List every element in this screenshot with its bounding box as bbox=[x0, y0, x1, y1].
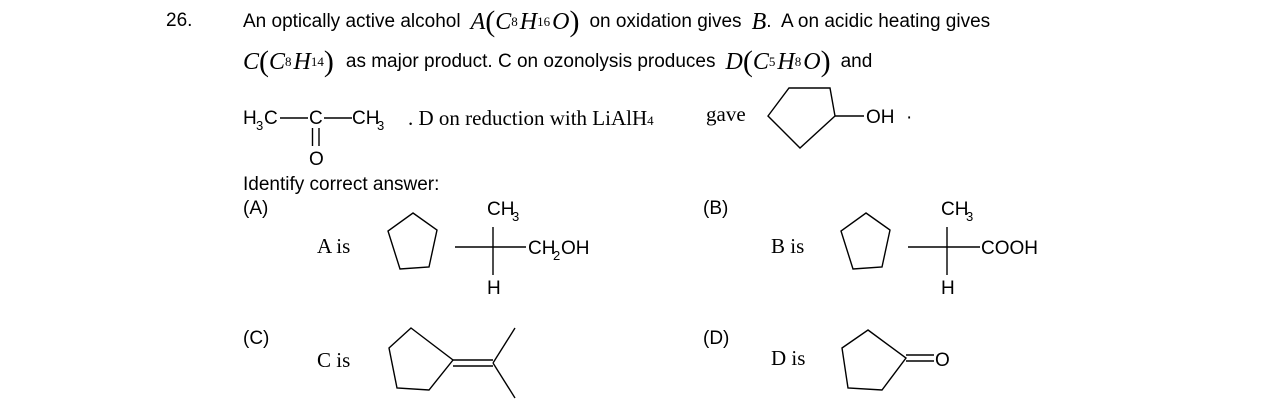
formula-c: C bbox=[495, 8, 512, 35]
formula-h2: H bbox=[293, 48, 311, 75]
option-a-structure: CH 3 CH 2 OH H bbox=[387, 199, 590, 299]
acetone-ch: CH bbox=[352, 108, 379, 129]
option-b-structure: CH 3 COOH H bbox=[840, 199, 1038, 299]
option-b-label[interactable]: (B) bbox=[703, 198, 729, 219]
option-c-text: C is bbox=[317, 348, 351, 372]
acetone-structure: H 3 C C CH 3 O bbox=[243, 108, 384, 170]
line2-text-2: and bbox=[840, 51, 873, 72]
option-d-label[interactable]: (D) bbox=[703, 328, 730, 349]
line3-text-gave: gave bbox=[706, 102, 746, 126]
option-c-structure bbox=[388, 327, 516, 399]
option-d-structure: O bbox=[841, 329, 950, 391]
option-a-h: H bbox=[487, 278, 501, 299]
sentence-dot: · bbox=[906, 107, 912, 128]
formula-c2: C bbox=[269, 48, 286, 75]
option-d-o: O bbox=[935, 350, 950, 371]
option-b-h: H bbox=[941, 278, 955, 299]
formula-o2: O bbox=[803, 48, 821, 75]
option-a-label[interactable]: (A) bbox=[243, 198, 269, 219]
option-a-text: A is bbox=[317, 234, 351, 258]
formula-c3: C bbox=[752, 48, 769, 75]
line2-text-1: as major product. C on ozonolysis produc… bbox=[345, 51, 716, 72]
compound-d-symbol: D bbox=[725, 48, 743, 75]
line1-text-3: . A on acidic heating gives bbox=[766, 11, 991, 32]
acetone-h-sub: 3 bbox=[256, 118, 263, 133]
option-b-ch3: CH bbox=[941, 199, 968, 220]
option-b-ch3-sub: 3 bbox=[966, 209, 973, 224]
formula-o: O bbox=[552, 8, 570, 35]
formula-h: H bbox=[519, 8, 538, 35]
formula-h3: H bbox=[777, 48, 795, 75]
question-number: 26. bbox=[166, 10, 193, 31]
compound-a-symbol: A bbox=[470, 8, 486, 35]
acetone-o: O bbox=[309, 149, 324, 170]
cyclopentanol-structure: OH · bbox=[767, 87, 912, 149]
line1-text-2: on oxidation gives bbox=[589, 11, 742, 32]
option-a-ch2: CH bbox=[528, 238, 555, 259]
option-a-ch2-sub: 2 bbox=[553, 248, 560, 263]
option-a-ch3: CH bbox=[487, 199, 514, 220]
acetone-ch-sub: 3 bbox=[377, 118, 384, 133]
option-c-label[interactable]: (C) bbox=[243, 328, 270, 349]
prompt-text: Identify correct answer: bbox=[243, 174, 440, 195]
acetone-left-c: C bbox=[264, 108, 278, 129]
option-d-text: D is bbox=[771, 346, 806, 370]
option-b-text: B is bbox=[771, 234, 805, 258]
option-a-oh: OH bbox=[561, 238, 590, 259]
line1-text-1: An optically active alcohol bbox=[243, 11, 461, 32]
option-b-cooh: COOH bbox=[981, 238, 1038, 259]
cyclopentanol-oh: OH bbox=[866, 107, 895, 128]
acetone-center-c: C bbox=[309, 108, 323, 129]
acetone-h: H bbox=[243, 108, 257, 129]
line3-text-1: . D on reduction with LiAlH bbox=[408, 106, 648, 130]
compound-b-symbol: B bbox=[751, 8, 767, 35]
compound-c-symbol: C bbox=[243, 48, 260, 75]
option-a-ch3-sub: 3 bbox=[512, 209, 519, 224]
